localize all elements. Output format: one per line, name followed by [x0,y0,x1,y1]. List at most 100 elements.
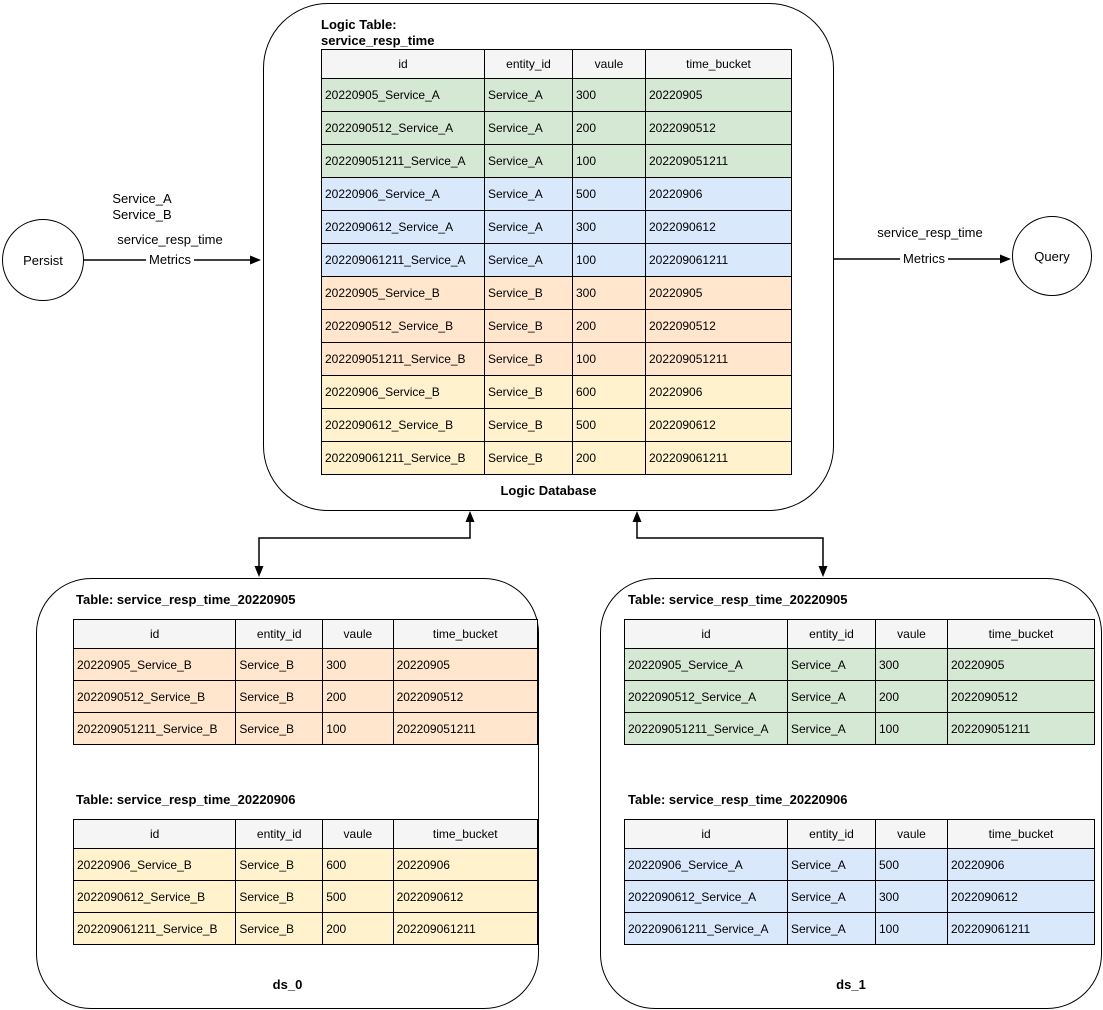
table-cell: 100 [572,342,646,376]
table-cell: 500 [572,408,646,442]
arrowhead-down-ds1 [818,566,828,577]
column-header-id: id [624,819,788,849]
table-cell: Service_A [787,648,876,681]
table-cell: 202209051211_Service_B [72,712,237,745]
ds0-table2-title: Table: service_resp_time_20220906 [76,792,296,807]
table-cell: 2022090612_Service_A [624,880,788,913]
table-cell: 300 [572,78,646,112]
table-cell: Service_B [235,648,324,681]
table-cell: 300 [875,648,948,681]
table-cell: 600 [322,848,394,881]
table-cell: 202209051211 [645,342,792,376]
column-header-time_bucket: time_bucket [392,819,539,849]
table-cell: 200 [572,441,646,475]
table-cell: 2022090512_Service_A [624,680,788,713]
table-cell: 202209051211_Service_A [624,712,788,745]
edge-db-to-ds1 [636,521,824,567]
arrowhead-up-ds1 [632,511,642,522]
ds0-caption: ds_0 [272,977,303,992]
table-cell: 20220906 [947,848,1095,881]
table-cell: 202209061211 [645,441,792,475]
table-cell: 200 [322,680,394,713]
logic-table-title-line2: service_resp_time [321,33,435,48]
table-cell: 20220905 [645,276,792,310]
column-header-entity_id: entity_id [787,619,876,649]
edge-metric-name-left: service_resp_time [117,232,223,247]
edge-metric-name-right: service_resp_time [877,225,983,240]
edge-db-to-ds0 [258,521,471,567]
table-cell: 20220906 [645,177,792,211]
table-cell: Service_A [787,712,876,745]
column-header-time_bucket: time_bucket [947,819,1095,849]
ds1-table1-title: Table: service_resp_time_20220905 [628,592,848,607]
table-cell: 100 [572,243,646,277]
column-header-time_bucket: time_bucket [645,49,792,79]
table-cell: Service_A [484,210,573,244]
column-header-vaule: vaule [875,619,948,649]
table-cell: Service_A [787,880,876,913]
table-cell: Service_B [484,408,573,442]
logic-database-caption: Logic Database [500,483,597,498]
service-a-label: Service_A [112,191,172,206]
table-cell: 2022090512_Service_B [72,680,237,713]
column-header-id: id [72,819,237,849]
table-cell: 200 [875,680,948,713]
table-cell: 500 [322,880,394,913]
table-cell: 2022090612 [947,880,1095,913]
table-cell: 202209061211 [645,243,792,277]
table-cell: 100 [875,712,948,745]
persist-node: Persist [2,219,84,301]
table-cell: 20220905 [947,648,1095,681]
column-header-vaule: vaule [875,819,948,849]
logic-table-title-line1: Logic Table: [321,17,397,32]
table-cell: 202209051211 [947,712,1095,745]
table-cell: 20220906_Service_A [624,848,788,881]
table-cell: 2022090512 [392,680,539,713]
table-cell: 2022090512_Service_B [321,309,485,343]
column-header-id: id [72,619,237,649]
table-cell: 20220906_Service_B [321,375,485,409]
column-header-vaule: vaule [322,819,394,849]
table-cell: 202209051211 [645,144,792,178]
table-cell: 200 [572,111,646,145]
column-header-time_bucket: time_bucket [947,619,1095,649]
table-cell: Service_A [484,243,573,277]
table-cell: Service_B [235,912,324,945]
table-cell: 2022090512 [947,680,1095,713]
table-cell: Service_A [787,848,876,881]
service-b-label: Service_B [112,207,172,222]
table-cell: 202209051211_Service_B [321,342,485,376]
table-cell: Service_B [235,880,324,913]
table-cell: Service_B [484,375,573,409]
table-cell: Service_A [484,111,573,145]
column-header-id: id [624,619,788,649]
table-cell: 2022090612_Service_B [321,408,485,442]
query-node-label: Query [1034,248,1070,264]
table-cell: 2022090512_Service_A [321,111,485,145]
table-cell: 202209061211_Service_B [72,912,237,945]
table-cell: 500 [875,848,948,881]
